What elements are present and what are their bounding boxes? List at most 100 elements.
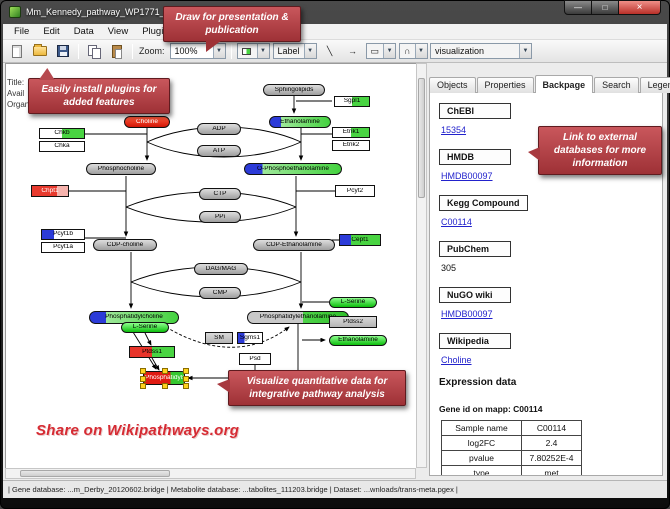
tab-properties[interactable]: Properties: [476, 77, 534, 93]
pathway-node-sgms1[interactable]: Sgms1: [237, 332, 263, 344]
tab-backpage[interactable]: Backpage: [534, 75, 594, 93]
selection-handle[interactable]: [140, 383, 146, 389]
pathway-node-etnk2[interactable]: Etnk2: [332, 140, 370, 151]
pathway-node-adp[interactable]: ADP: [197, 123, 241, 135]
pathway-node-psd[interactable]: Psd: [239, 353, 271, 365]
pathway-node-cdp-ethanolamine[interactable]: CDP-Ethanolamine: [253, 239, 335, 251]
datanode-combobox[interactable]: ▼: [236, 43, 270, 59]
expression-table-cell: 7.80252E-4: [521, 450, 582, 466]
menu-view[interactable]: View: [107, 26, 129, 37]
pathway-node-phosphatidylethanolamine[interactable]: Phosphatidylethanolamine: [247, 311, 349, 324]
vertical-scrollbar-thumb[interactable]: [418, 78, 425, 198]
pathway-node-phosphatidylserine[interactable]: Phosphatidylserine: [140, 368, 189, 389]
callout-draw: Draw for presentation & publication: [163, 6, 301, 42]
window-controls: — □ ×: [564, 0, 661, 15]
pathway-node-l-serine[interactable]: L-Serine: [329, 297, 377, 308]
line-tool-button[interactable]: ╲: [320, 42, 340, 60]
arrow-tool-button[interactable]: →: [343, 42, 363, 60]
backpage-value-nugo-wiki[interactable]: HMDB00097: [441, 309, 493, 319]
selection-handle[interactable]: [140, 368, 146, 374]
maximize-button[interactable]: □: [592, 0, 619, 15]
visualization-combobox[interactable]: visualization ▼: [430, 43, 532, 59]
expression-table-cell: log2FC: [441, 435, 522, 451]
pathway-node-pcyt1a[interactable]: Pcyt1a: [41, 242, 85, 253]
save-button[interactable]: [53, 42, 73, 60]
pathway-node-ptdss2[interactable]: Ptdss2: [329, 316, 377, 328]
pathway-node-pcyt1b[interactable]: Pcyt1b: [41, 229, 85, 240]
selection-handle[interactable]: [162, 368, 168, 374]
pathway-node-label: Pcyt1b: [53, 231, 73, 238]
pathway-node-cept1[interactable]: Cept1: [339, 234, 381, 246]
pathway-node-pcyt2[interactable]: Pcyt2: [335, 185, 375, 197]
pathway-node-atp[interactable]: ATP: [197, 145, 241, 157]
backpage-value-chebi[interactable]: 15354: [441, 125, 467, 135]
pathway-node-cmp[interactable]: CMP: [199, 287, 241, 299]
expression-table-cell: 2.4: [521, 435, 582, 451]
pathway-node-label: Etnk1: [342, 129, 360, 136]
toolbar-separator: [132, 43, 133, 59]
pathway-node-sgpl1[interactable]: Sgpl1: [334, 96, 370, 107]
callout-visualize: Visualize quantitative data for integrat…: [217, 370, 406, 406]
menu-file[interactable]: File: [14, 26, 30, 37]
pathway-node-cdp-choline[interactable]: CDP-choline: [93, 239, 157, 251]
pathway-node-sm[interactable]: SM: [205, 332, 233, 344]
tab-search[interactable]: Search: [594, 77, 639, 93]
toolbar-separator: [230, 43, 232, 59]
pathway-node-label: Chpt1: [41, 187, 59, 194]
pathway-node-chkb[interactable]: Chkb: [39, 128, 85, 139]
expression-data-title: Expression data: [439, 377, 517, 388]
copy-button[interactable]: [84, 42, 104, 60]
pathway-node-chpt1[interactable]: Chpt1: [31, 185, 69, 197]
minimize-button[interactable]: —: [564, 0, 592, 15]
pathway-node-ethanolamine[interactable]: Ethanolamine: [269, 116, 331, 128]
pathway-node-ethanolamine[interactable]: Ethanolamine: [329, 335, 387, 346]
tab-legend[interactable]: Legend: [639, 77, 670, 93]
pathway-node-dag-mag[interactable]: DAG/MAG: [194, 263, 248, 275]
selection-handle[interactable]: [162, 383, 168, 389]
selection-handle[interactable]: [183, 383, 189, 389]
pathway-node-label: Choline: [135, 118, 159, 125]
menu-data[interactable]: Data: [73, 26, 94, 37]
paste-button[interactable]: [107, 42, 127, 60]
vertical-scrollbar[interactable]: [416, 63, 427, 468]
pathway-node-ppi[interactable]: PPi: [199, 211, 241, 223]
open-file-button[interactable]: [30, 42, 50, 60]
chevron-down-icon: ▼: [519, 44, 531, 58]
pathway-node-o-phosphoethanolamine[interactable]: O-Phosphoethanolamine: [244, 163, 342, 175]
new-file-button[interactable]: [7, 42, 27, 60]
side-panel-tabs: ObjectsPropertiesBackpageSearchLegend: [429, 75, 670, 93]
pathway-node-etnk1[interactable]: Etnk1: [332, 127, 370, 138]
horizontal-scrollbar-thumb[interactable]: [20, 470, 170, 477]
menu-edit[interactable]: Edit: [43, 26, 60, 37]
pathway-node-choline[interactable]: Choline: [124, 116, 170, 128]
menu-plugins[interactable]: Plugins: [142, 26, 174, 37]
save-disk-icon: [57, 45, 69, 57]
close-button[interactable]: ×: [619, 0, 661, 15]
datanode-icon: [241, 47, 251, 55]
shape-tool-combobox[interactable]: ▭ ▼: [365, 43, 397, 59]
tab-objects[interactable]: Objects: [429, 77, 476, 93]
backpage-value-wikipedia[interactable]: Choline: [441, 355, 472, 365]
canvas-side-label: Organ: [7, 100, 30, 109]
selection-handle[interactable]: [140, 376, 146, 382]
label-tool-button[interactable]: Label ▼: [272, 43, 317, 59]
selection-handle[interactable]: [183, 368, 189, 374]
pathway-node-phosphocholine[interactable]: Phosphocholine: [86, 163, 156, 175]
pathway-node-ctp[interactable]: CTP: [199, 188, 241, 200]
selection-handle[interactable]: [183, 376, 189, 382]
backpage-value-hmdb[interactable]: HMDB00097: [441, 171, 493, 181]
pathway-node-label: Phosphatidylethanolamine: [259, 314, 337, 321]
pathway-node-chka[interactable]: Chka: [39, 141, 85, 152]
horizontal-scrollbar[interactable]: [5, 468, 416, 479]
arc-tool-combobox[interactable]: ∩ ▼: [399, 43, 428, 59]
pathway-node-sphingolipids[interactable]: Sphingolipids: [263, 84, 325, 96]
pathway-node-label: Pcyt2: [346, 187, 364, 194]
backpage-value-kegg-compound[interactable]: C00114: [441, 217, 472, 227]
pathway-node-l-serine[interactable]: L-Serine: [121, 322, 169, 333]
pathway-node-label: Sgms1: [239, 334, 261, 341]
pathway-node-ptdss1[interactable]: Ptdss1: [129, 346, 175, 358]
title-bar[interactable]: Mm_Kennedy_pathway_WP1771_45176.gpml: [0, 0, 670, 24]
